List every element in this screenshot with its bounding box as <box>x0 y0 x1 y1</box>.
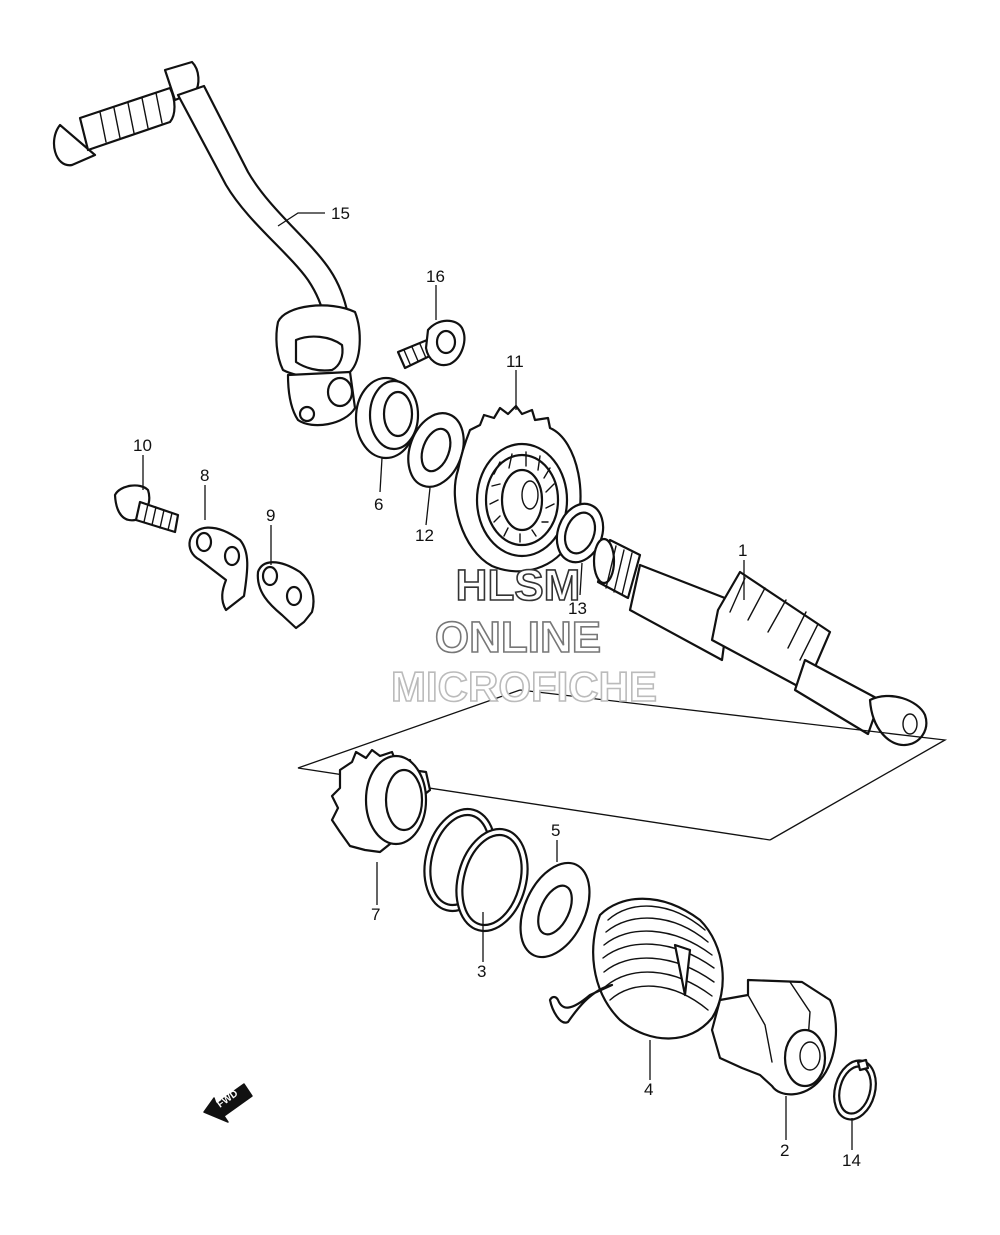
callout-16: 16 <box>426 267 445 286</box>
part-14-circlip <box>833 1058 877 1121</box>
callout-13: 13 <box>568 599 587 618</box>
callout-7: 7 <box>371 905 380 924</box>
watermark: HLSM ONLINE MICROFICHE <box>390 560 658 711</box>
fwd-arrow-icon: FWD <box>203 1083 253 1123</box>
watermark-line-3: MICROFICHE <box>391 663 657 710</box>
part-5-washer <box>519 861 591 959</box>
callout-11: 11 <box>506 352 524 371</box>
callout-10: 10 <box>133 436 152 455</box>
callout-3: 3 <box>477 962 486 981</box>
assembly-outline <box>297 689 948 841</box>
callout-14: 14 <box>842 1151 861 1170</box>
callout-12: 12 <box>415 526 434 545</box>
callout-5: 5 <box>551 821 560 840</box>
callout-8: 8 <box>200 466 209 485</box>
callouts: 15 16 11 10 8 6 9 12 1 13 5 7 3 4 2 14 <box>133 204 861 1170</box>
part-11-idle-gear <box>453 404 582 573</box>
callout-4: 4 <box>644 1080 653 1099</box>
callout-2: 2 <box>780 1141 789 1160</box>
part-8-plate <box>188 526 249 612</box>
part-6-bearing <box>354 376 420 460</box>
part-3-spring <box>423 807 529 933</box>
part-10-bolt <box>113 484 180 534</box>
callout-1: 1 <box>738 541 747 560</box>
callout-9: 9 <box>266 506 275 525</box>
part-16-bolt <box>396 319 466 370</box>
callout-15: 15 <box>331 204 350 223</box>
watermark-line-2: ONLINE <box>435 613 601 662</box>
callout-6: 6 <box>374 495 383 514</box>
part-1-kick-shaft <box>592 537 928 747</box>
part-7-drive-gear <box>330 748 432 854</box>
watermark-line-1: HLSM <box>456 561 581 610</box>
part-4-return-spring <box>548 897 724 1040</box>
part-2-guide <box>710 978 838 1096</box>
part-9-plate <box>256 561 315 630</box>
leader-lines <box>142 212 853 1150</box>
part-15-kick-lever <box>52 60 361 427</box>
part-12-washer <box>407 412 465 488</box>
